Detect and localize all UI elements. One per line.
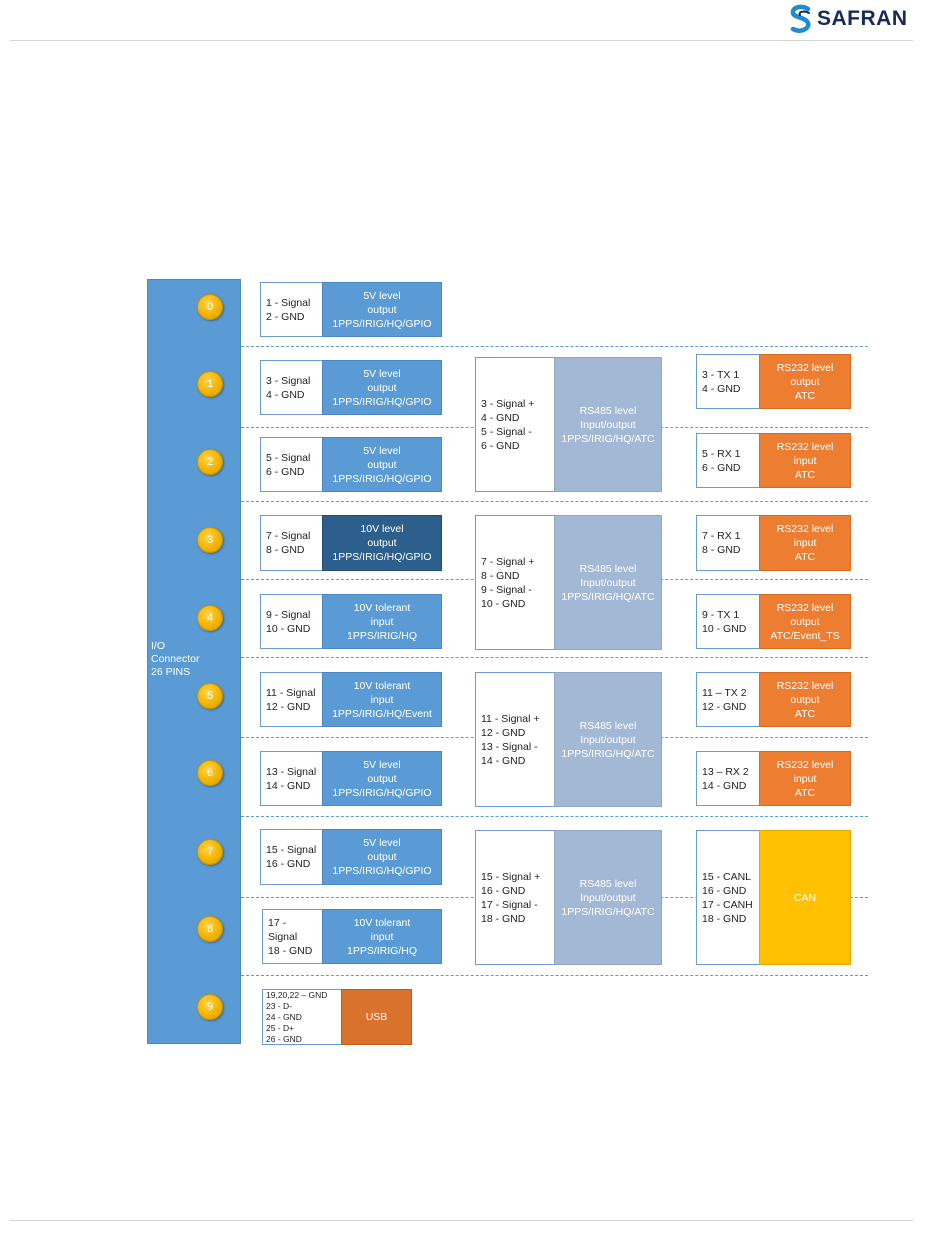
pin-list-group-7: 15 - Signal 16 - GND	[260, 829, 323, 885]
pin-group-index-9: 9	[197, 994, 223, 1020]
pin-list-group-2: 5 - Signal 6 - GND	[260, 437, 323, 492]
signal-desc-group-0: 5V level output 1PPS/IRIG/HQ/GPIO	[322, 282, 442, 337]
signal-desc-group-3: 10V level output 1PPS/IRIG/HQ/GPIO	[322, 515, 442, 571]
rs485-pin-list-3: 11 - Signal + 12 - GND 13 - Signal - 14 …	[475, 672, 555, 807]
usb-desc: USB	[341, 989, 412, 1045]
separator-line	[241, 346, 868, 347]
pin-list-group-3: 7 - Signal 8 - GND	[260, 515, 323, 571]
rs485-desc-1: RS485 level Input/output 1PPS/IRIG/HQ/AT…	[554, 357, 662, 492]
rs232-desc-3: RS232 level input ATC	[759, 515, 851, 571]
pin-group-index-0: 0	[197, 294, 223, 320]
pin-list-group-4: 9 - Signal 10 - GND	[260, 594, 323, 649]
header-divider	[10, 40, 913, 41]
pin-list-group-9: 19,20,22 – GND 23 - D- 24 - GND 25 - D+ …	[262, 989, 342, 1045]
pin-group-index-7: 7	[197, 839, 223, 865]
rs232-pin-list-2: 5 - RX 1 6 - GND	[696, 433, 760, 488]
separator-line	[241, 501, 868, 502]
signal-desc-group-8: 10V tolerant input 1PPS/IRIG/HQ	[322, 909, 442, 964]
pin-list-group-0: 1 - Signal 2 - GND	[260, 282, 323, 337]
rs232-desc-5: RS232 level output ATC	[759, 672, 851, 727]
rs485-pin-list-4: 15 - Signal + 16 - GND 17 - Signal - 18 …	[475, 830, 555, 965]
rs485-desc-4: RS485 level Input/output 1PPS/IRIG/HQ/AT…	[554, 830, 662, 965]
safran-logo: SAFRAN	[788, 4, 908, 34]
rs485-desc-2: RS485 level Input/output 1PPS/IRIG/HQ/AT…	[554, 515, 662, 650]
signal-desc-group-7: 5V level output 1PPS/IRIG/HQ/GPIO	[322, 829, 442, 885]
pin-list-group-5: 11 - Signal 12 - GND	[260, 672, 323, 727]
rs485-pin-list-1: 3 - Signal + 4 - GND 5 - Signal - 6 - GN…	[475, 357, 555, 492]
rs232-pin-list-6: 13 – RX 2 14 - GND	[696, 751, 760, 806]
can-desc: CAN	[759, 830, 851, 965]
can-pin-list: 15 - CANL 16 - GND 17 - CANH 18 - GND	[696, 830, 760, 965]
separator-line	[241, 816, 868, 817]
signal-desc-group-1: 5V level output 1PPS/IRIG/HQ/GPIO	[322, 360, 442, 415]
rs232-pin-list-1: 3 - TX 1 4 - GND	[696, 354, 760, 409]
pin-group-index-8: 8	[197, 916, 223, 942]
io-connector-bar	[147, 279, 241, 1044]
rs232-desc-1: RS232 level output ATC	[759, 354, 851, 409]
pin-list-group-8: 17 - Signal 18 - GND	[262, 909, 323, 964]
rs232-desc-6: RS232 level input ATC	[759, 751, 851, 806]
rs232-pin-list-3: 7 - RX 1 8 - GND	[696, 515, 760, 571]
io-connector-label: I/O Connector 26 PINS	[151, 640, 200, 678]
signal-desc-group-4: 10V tolerant input 1PPS/IRIG/HQ	[322, 594, 442, 649]
pin-group-index-5: 5	[197, 683, 223, 709]
pin-group-index-6: 6	[197, 760, 223, 786]
rs485-pin-list-2: 7 - Signal + 8 - GND 9 - Signal - 10 - G…	[475, 515, 555, 650]
pin-group-index-3: 3	[197, 527, 223, 553]
signal-desc-group-6: 5V level output 1PPS/IRIG/HQ/GPIO	[322, 751, 442, 806]
safran-logo-mark-icon	[790, 4, 811, 33]
signal-desc-group-2: 5V level output 1PPS/IRIG/HQ/GPIO	[322, 437, 442, 492]
rs232-desc-4: RS232 level output ATC/Event_TS	[759, 594, 851, 649]
pin-group-index-2: 2	[197, 449, 223, 475]
pin-group-index-4: 4	[197, 605, 223, 631]
signal-desc-group-5: 10V tolerant input 1PPS/IRIG/HQ/Event	[322, 672, 442, 727]
safran-logo-text: SAFRAN	[817, 7, 908, 30]
pin-list-group-1: 3 - Signal 4 - GND	[260, 360, 323, 415]
separator-line	[241, 975, 868, 976]
rs232-pin-list-4: 9 - TX 1 10 - GND	[696, 594, 760, 649]
pin-group-index-1: 1	[197, 371, 223, 397]
footer-divider	[10, 1220, 913, 1221]
rs485-desc-3: RS485 level Input/output 1PPS/IRIG/HQ/AT…	[554, 672, 662, 807]
rs232-desc-2: RS232 level input ATC	[759, 433, 851, 488]
separator-line	[241, 657, 868, 658]
rs232-pin-list-5: 11 – TX 2 12 - GND	[696, 672, 760, 727]
pin-list-group-6: 13 - Signal 14 - GND	[260, 751, 323, 806]
